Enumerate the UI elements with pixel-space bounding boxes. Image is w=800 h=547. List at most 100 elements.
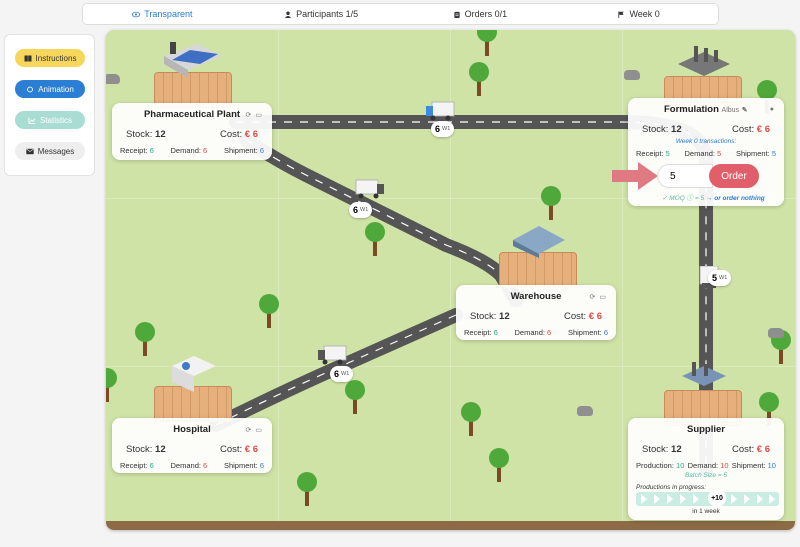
monitor-icon[interactable]: ▭ <box>255 112 262 119</box>
grid-line <box>106 198 795 199</box>
side-panel: Instructions Animation Statistics Messag… <box>4 34 95 176</box>
truck-week: W1 <box>442 126 451 132</box>
factory-icon <box>164 42 222 78</box>
receipt-label: Receipt: <box>636 149 664 158</box>
cost-label: Cost: <box>563 311 587 322</box>
tree-icon <box>469 62 489 96</box>
receipt-value: 6 <box>149 146 154 155</box>
user-icon[interactable]: ● <box>769 106 774 113</box>
moq-note: ✓ MOQ ⓘ = 5 → or order nothing <box>662 192 765 202</box>
demand-label: Demand: <box>170 146 201 155</box>
tree-icon <box>489 448 509 482</box>
truck-icon[interactable] <box>354 178 384 200</box>
truck-quantity: 6 <box>435 124 441 134</box>
monitor-icon[interactable]: ▭ <box>599 294 606 301</box>
orders-indicator[interactable]: Orders 0/1 <box>401 4 560 24</box>
stock-label: Stock: <box>642 124 669 135</box>
chevron-right-icon <box>744 494 750 504</box>
tree-icon <box>106 368 117 402</box>
shipment-label: Shipment: <box>735 149 770 158</box>
shipment-value: 5 <box>771 149 776 158</box>
truck-week: W1 <box>341 371 350 377</box>
crate-stack <box>499 252 577 288</box>
stock-value: 12 <box>499 311 510 322</box>
monitor-icon[interactable]: ▭ <box>255 427 262 434</box>
cost-value: € 6 <box>756 444 770 455</box>
order-button[interactable]: Order <box>709 164 759 188</box>
chevron-right-icon <box>731 494 737 504</box>
order-quantity-input[interactable]: 5 <box>657 164 713 188</box>
demand-label: Demand: <box>514 328 545 337</box>
week-transactions-note: Week 0 transactions: <box>675 138 737 145</box>
receipt-value: 6 <box>493 328 498 337</box>
order-nothing-link[interactable]: → or order nothing <box>705 195 765 202</box>
shipment-value: 6 <box>603 328 608 337</box>
rock-icon <box>577 406 593 416</box>
instructions-button[interactable]: Instructions <box>15 49 85 67</box>
truck-icon[interactable] <box>318 344 348 366</box>
crate-stack <box>154 386 232 422</box>
chevron-right-icon <box>667 494 673 504</box>
hospital-card[interactable]: Hospital ⟳▭ Stock: 12 Cost: € 6 Receipt:… <box>112 418 272 473</box>
chevron-right-icon <box>693 494 699 504</box>
messages-button[interactable]: Messages <box>15 142 85 160</box>
chevron-right-icon <box>680 494 686 504</box>
week-indicator[interactable]: Week 0 <box>559 4 718 24</box>
shipment-label: Shipment: <box>567 328 602 337</box>
cost-value: € 6 <box>244 444 258 455</box>
warehouse-icon <box>513 226 565 258</box>
tree-icon <box>461 402 481 436</box>
flag-icon <box>618 10 625 18</box>
book-icon <box>24 55 32 61</box>
participants-indicator[interactable]: Participants 1/5 <box>242 4 401 24</box>
pharma-plant-card[interactable]: Pharmaceutical Plant ⟳▭ Stock: 12 Cost: … <box>112 103 272 160</box>
participants-label: Participants 1/5 <box>296 9 359 19</box>
truck-quantity: 6 <box>353 205 359 215</box>
cost-label: Cost: <box>219 129 243 140</box>
cost-label: Cost: <box>731 444 755 455</box>
receipt-label: Receipt: <box>120 146 148 155</box>
truck-icon[interactable] <box>426 100 456 122</box>
demand-value: 6 <box>547 328 552 337</box>
receipt-value: 5 <box>665 149 670 158</box>
card-title-row: Formulation Albus ✎ <box>628 104 784 115</box>
refresh-icon[interactable]: ⟳ <box>245 427 252 434</box>
truck-week: W1 <box>719 275 728 281</box>
arrow-right-icon <box>612 162 658 190</box>
messages-label: Messages <box>37 146 75 156</box>
shipment-value: 6 <box>259 146 264 155</box>
user-icon <box>285 10 292 18</box>
statistics-button[interactable]: Statistics <box>15 111 85 129</box>
formulation-card[interactable]: Formulation Albus ✎ ● Stock: 12 Cost: € … <box>628 98 784 206</box>
stock-value: 12 <box>155 129 166 140</box>
card-title: Supplier <box>686 424 725 435</box>
shipment-label: Shipment: <box>731 461 766 470</box>
card-title: Warehouse <box>510 291 562 302</box>
shipment-value: 10 <box>767 461 776 470</box>
production-progress: +10 <box>636 489 779 507</box>
stock-label: Stock: <box>470 311 497 322</box>
statistics-label: Statistics <box>39 115 72 125</box>
pencil-icon[interactable]: ✎ <box>741 107 748 114</box>
moq-text: ✓ MOQ ⓘ = 5 <box>662 195 705 202</box>
top-bar: Transparent Participants 1/5 Orders 0/1 … <box>82 3 719 25</box>
factory-icon <box>678 46 730 76</box>
user-name: Albus <box>721 107 740 114</box>
crate-stack <box>154 72 232 108</box>
clipboard-icon <box>453 11 460 18</box>
cost-value: € 6 <box>244 129 258 140</box>
refresh-icon[interactable]: ⟳ <box>589 294 596 301</box>
transparent-toggle[interactable]: Transparent <box>83 4 242 24</box>
receipt-label: Receipt: <box>120 461 148 470</box>
animation-button[interactable]: Animation <box>15 80 85 98</box>
refresh-icon[interactable]: ⟳ <box>245 112 252 119</box>
stock-label: Stock: <box>126 444 153 455</box>
card-title: Hospital <box>173 424 211 435</box>
warehouse-card[interactable]: Warehouse ⟳▭ Stock: 12 Cost: € 6 Receipt… <box>456 285 616 340</box>
rock-icon <box>106 74 120 84</box>
cost-value: € 6 <box>756 124 770 135</box>
demand-value: 6 <box>203 461 208 470</box>
chevron-right-icon <box>769 494 775 504</box>
stock-value: 12 <box>671 124 682 135</box>
